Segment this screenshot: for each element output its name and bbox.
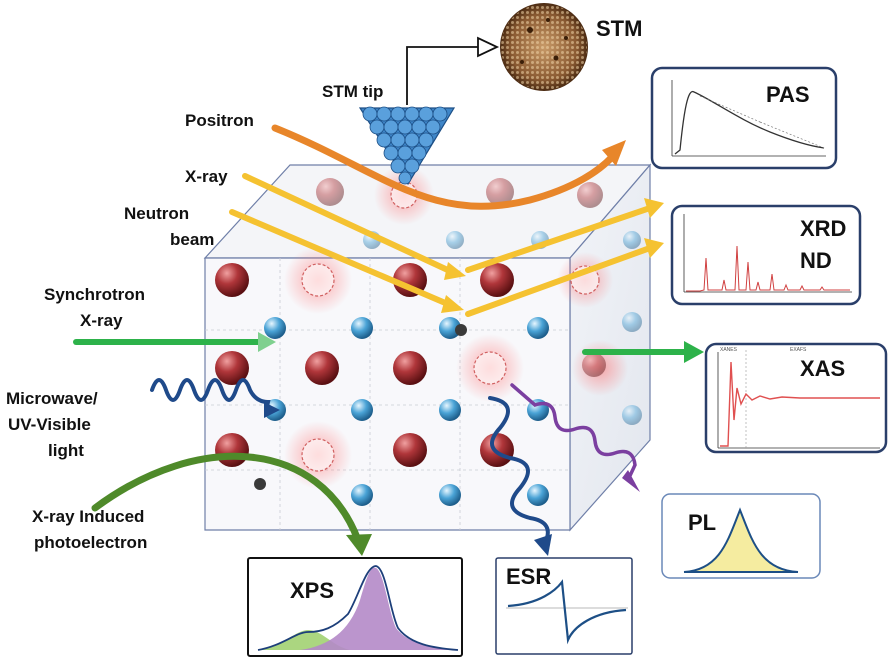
esr-derivative-curve [507, 579, 627, 645]
pas-label: PAS [766, 82, 810, 107]
xrd-pattern-line [686, 245, 850, 292]
blue-atom [439, 317, 461, 339]
neutron-beam-arrow [229, 209, 453, 308]
blue-atom [527, 484, 549, 506]
microwave-wave-arrow [150, 378, 271, 412]
stm-amplifier-icon [477, 36, 500, 58]
red-atom [393, 433, 427, 467]
pas-panel: PAS [650, 66, 838, 170]
red-atom [480, 263, 514, 297]
diffracted-beam-lower [465, 245, 653, 317]
photoelectron-arrow [91, 452, 362, 544]
esr-panel: ESR [495, 557, 633, 655]
red-atom [393, 351, 427, 385]
stm-tip-icon [358, 106, 456, 186]
xas-xanes-label: XANES [720, 347, 738, 353]
xas-exafs-label: EXAFS [790, 347, 807, 353]
stm-label: STM [596, 16, 642, 41]
probe-labels: Positron X-ray Neutron beam Synchrotron … [6, 111, 254, 552]
photoelectron-arrowhead [346, 534, 372, 556]
stm-signal-line [406, 46, 478, 105]
neutron-label-line2: beam [170, 230, 214, 249]
beam-arrows [73, 124, 704, 556]
positron-arrowhead [602, 140, 626, 166]
positron-beam-arrow [271, 124, 616, 210]
xas-label: XAS [800, 356, 845, 381]
blue-atom [527, 317, 549, 339]
microwave-label-line3: light [48, 441, 84, 460]
microwave-label-line1: Microwave/ [6, 389, 98, 408]
xray-beam-arrow [242, 173, 455, 275]
blue-atom [439, 484, 461, 506]
photoelectron-label-line1: X-ray Induced [32, 507, 144, 526]
nd-label: ND [800, 248, 832, 273]
blue-atom [351, 399, 373, 421]
interstitial-atom [455, 324, 467, 336]
xps-peak-purple [300, 567, 458, 650]
synchrotron-label-line2: X-ray [80, 311, 123, 330]
red-atom [305, 351, 339, 385]
vacancy-site [301, 263, 335, 297]
synchrotron-label-line1: Synchrotron [44, 285, 145, 304]
photoelectron-label-line2: photoelectron [34, 533, 147, 552]
vacancy-site [301, 438, 335, 472]
vacancy-site [473, 351, 507, 385]
positron-label: Positron [185, 111, 254, 130]
blue-atom [264, 317, 286, 339]
microwave-label-line2: UV-Visible [8, 415, 91, 434]
xrd-label: XRD [800, 216, 846, 241]
back-atoms [316, 178, 642, 425]
diffracted-beam-upper [465, 205, 653, 273]
pl-panel: PL [661, 493, 821, 579]
esr-label: ESR [506, 564, 551, 589]
xas-spectrum-curve [720, 361, 880, 447]
pl-label: PL [688, 510, 716, 535]
pl-peak-curve [683, 507, 799, 573]
xray-label: X-ray [185, 167, 228, 186]
esr-wave-arrow [488, 396, 550, 546]
stm-tip-label: STM tip [322, 82, 383, 101]
xps-label: XPS [290, 578, 334, 603]
neutron-label-line1: Neutron [124, 204, 189, 223]
xps-panel: XPS [247, 557, 463, 657]
pl-wave-arrow [510, 383, 637, 482]
xrd-nd-panel: XRD ND [670, 204, 862, 306]
blue-atom [351, 484, 373, 506]
blue-atom [351, 317, 373, 339]
pas-decay-curve [674, 90, 825, 155]
interstitial-atoms [254, 324, 467, 490]
red-atom [215, 433, 249, 467]
blue-atom [439, 399, 461, 421]
red-atom [215, 263, 249, 297]
red-atom [215, 351, 249, 385]
stm-setup: STM STM tip [322, 3, 642, 186]
interstitial-atom [254, 478, 266, 490]
xps-envelope-curve [257, 565, 459, 651]
xas-panel: XANES EXAFS XAS [704, 342, 888, 454]
